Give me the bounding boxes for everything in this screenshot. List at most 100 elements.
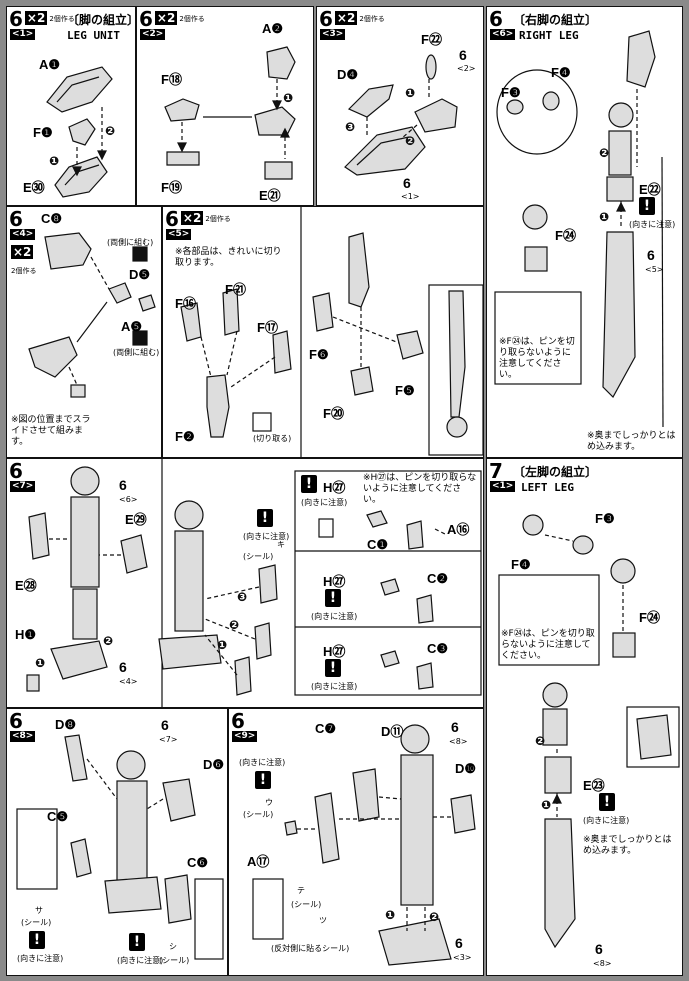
ref-step-6-5-sub: <5> — [645, 265, 664, 274]
svg-text:❷: ❷ — [103, 634, 113, 648]
caution-text: (向きに注意) — [243, 532, 290, 541]
seal-key-3: ツ — [319, 916, 327, 925]
caution-icon: ! — [255, 771, 271, 789]
assembly-illustration: ❶ ❷ — [252, 724, 476, 966]
push-note: ※奥までしっかりとはめ込みます。 — [587, 431, 676, 452]
seal-key-2: シ — [169, 942, 177, 951]
make-count: 2個作る — [179, 15, 205, 23]
caution-text-2: (向きに注意) — [117, 956, 164, 965]
panel-step-6-7: 6 <7> ❶ ❷ ❸ ❷ ❶ — [6, 458, 484, 708]
make-count: 2個作る — [11, 267, 37, 275]
caution-text-2: (向きに注意) — [301, 498, 348, 507]
substep-label: <1> — [10, 29, 36, 40]
substep-label: <1> — [490, 481, 516, 492]
quantity-badge: ×2 — [24, 11, 48, 25]
panel-step-6-5: 6 ×2 2個作る <5> ※各部品は、きれいに切り取ります。 F⑯ — [162, 206, 484, 458]
step-number: 6 — [9, 709, 23, 733]
ref-step-6-4-sub: <4> — [119, 677, 138, 686]
substep-label: <8> — [10, 731, 36, 742]
ref-step-6-2-sub: <2> — [457, 64, 476, 73]
quantity-badge: ×2 — [180, 211, 204, 225]
part-label-f16: F⑯ — [175, 296, 196, 311]
panel-step-6-6: 6 <6> 〔右脚の組立〕 RIGHT LEG ❷ ❶ F❸ F❹ F㉔ E㉒ — [486, 6, 683, 458]
caution-icon-h27: ! — [301, 475, 317, 493]
make-count: 2個作る — [205, 215, 231, 223]
seal-text: (シール) — [243, 552, 274, 561]
caution-icon: ! — [257, 509, 273, 527]
part-label-d4: D❹ — [337, 67, 359, 82]
svg-text:❷: ❷ — [599, 146, 609, 160]
part-label-f21: F㉑ — [225, 282, 246, 297]
substep-label: <5> — [166, 229, 192, 240]
svg-text:❸: ❸ — [237, 590, 247, 604]
part-label-d5: D❺ — [129, 267, 151, 282]
svg-text:❶: ❶ — [541, 798, 551, 812]
part-label-a1: A❶ — [39, 57, 61, 72]
part-label-h1: H❶ — [15, 627, 37, 642]
panel-step-6-9: 6 <9> ❶ ❷ ! (向きに注意) ウ (シール) C❼ D⑪ 6 <8> — [228, 708, 484, 976]
assembly-illustration — [180, 207, 483, 457]
step-number: 6 — [231, 709, 245, 733]
part-label-d10: D❿ — [455, 761, 477, 776]
step-number-box: 6 — [9, 711, 23, 731]
svg-text:❸: ❸ — [345, 120, 355, 134]
part-label-f22: F㉒ — [421, 32, 442, 47]
part-label-f19: F⑲ — [161, 180, 182, 195]
part-label-a17: A⑰ — [247, 854, 270, 869]
ref-step-6-6-sub: <6> — [119, 495, 138, 504]
step-number-box: 6 ×2 2個作る — [9, 9, 75, 29]
seal-key: ウ — [265, 798, 273, 807]
svg-text:❶: ❶ — [283, 91, 293, 105]
step-number-box: 6 ×2 2個作る — [165, 209, 231, 229]
section-title-jp: 〔脚の組立〕 — [67, 13, 136, 27]
panel-step-7-1: 7 <1> 〔左脚の組立〕 LEFT LEG ❷ ❶ F❹ F❸ F㉔ — [486, 458, 683, 976]
pin-note: ※F㉔は、ピンを切り取らないように注意してください。 — [499, 337, 575, 380]
step-number: 6 — [139, 7, 153, 31]
pin-note: ※H㉗は、ピンを切り取らないように注意してください。 — [363, 473, 477, 505]
substep-label: <9> — [232, 731, 258, 742]
seal-key: サ — [35, 906, 43, 915]
assembly-illustration — [16, 734, 224, 960]
quantity-badge: ×2 — [11, 245, 34, 259]
ref-step-6-8-sub: <8> — [449, 737, 468, 746]
part-label-e28: E㉘ — [15, 578, 37, 593]
svg-text:❶: ❶ — [599, 210, 609, 224]
part-label-e22: E㉒ — [639, 182, 661, 197]
step-number: 6 — [165, 207, 179, 231]
ref-step-6-8: 6 — [451, 719, 459, 735]
substep-label: <4> — [10, 229, 36, 240]
step-number-box: 6 ×2 2個作る — [139, 9, 205, 29]
part-label-c3: C❸ — [427, 641, 449, 656]
seal-text: (シール) — [21, 918, 52, 927]
svg-text:❶: ❶ — [35, 656, 45, 670]
slide-note: ※図の位置までスライドさせて組みます。 — [11, 415, 91, 447]
step-number: 6 — [9, 207, 23, 231]
part-label-f18: F⑱ — [161, 72, 182, 87]
pin-note: ※F㉔は、ピンを切り取らないように注意してください。 — [501, 629, 595, 661]
part-label-f24: F㉔ — [555, 228, 576, 243]
part-label-f4: F❹ — [551, 65, 571, 80]
reverse-seal-note: (反対側に貼るシール) — [271, 944, 350, 953]
assembly-illustration: ❷ ❶ — [46, 66, 115, 198]
panel-step-6-8: 6 <8> D❽ 6 <7> D❻ C❺ C❻ サ (シール) ! (向きに注意… — [6, 708, 228, 976]
both-sides-note-2: (両側に組む) — [113, 348, 160, 357]
section-title-en: RIGHT LEG — [519, 29, 579, 42]
part-label-c5: C❺ — [47, 809, 69, 824]
step-number-box: 7 — [489, 461, 503, 481]
part-label-d11: D⑪ — [381, 724, 404, 739]
ref-step-6-7-sub: <7> — [159, 735, 178, 744]
panel-step-6-1: 6 ×2 2個作る <1> 〔脚の組立〕 LEG UNIT ❷ ❶ A❶ F❶ … — [6, 6, 136, 206]
ref-step-6-1: 6 — [403, 175, 411, 191]
part-label-f5: F❺ — [395, 383, 415, 398]
part-label-f4: F❹ — [511, 557, 531, 572]
step-number: 6 — [489, 7, 503, 31]
section-title-jp: 〔右脚の組立〕 — [513, 13, 598, 27]
caution-text: (向きに注意) — [629, 220, 676, 229]
svg-text:❷: ❷ — [405, 134, 415, 148]
seal-key: キ — [277, 540, 285, 549]
part-label-h27: H㉗ — [323, 480, 346, 495]
ref-step-6-6: 6 — [119, 477, 127, 493]
substep-label: <3> — [320, 29, 346, 40]
assembly-illustration: ❶ — [164, 46, 296, 180]
